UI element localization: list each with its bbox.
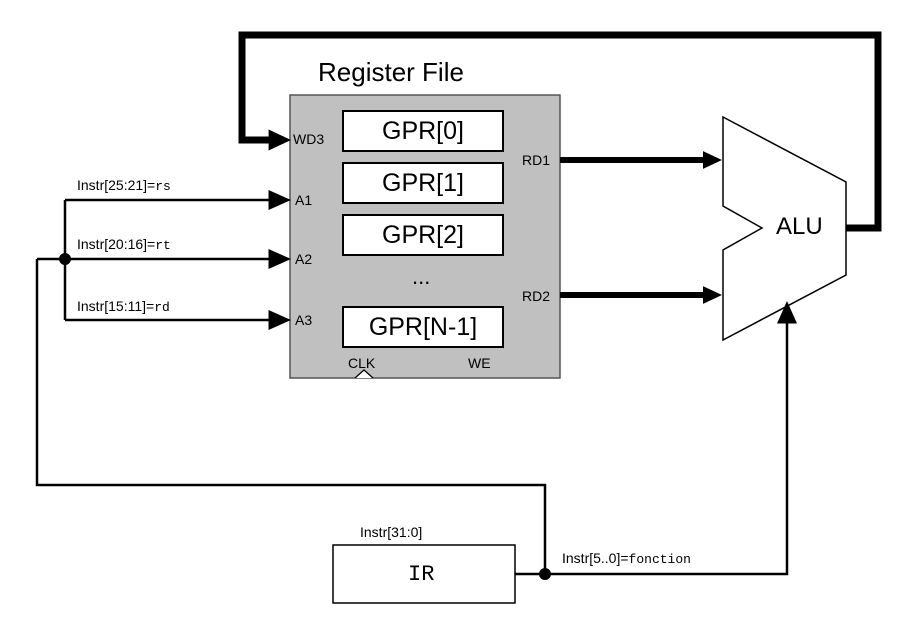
port-rd1-label: RD1	[522, 152, 551, 168]
junction-dot	[59, 253, 71, 265]
rd-signal-prefix: Instr[15:11]=	[77, 298, 155, 314]
port-wd3-label: WD3	[293, 131, 325, 147]
register-file-title: Register File	[318, 57, 464, 87]
rs-signal-label: Instr[25:21]=rs	[77, 177, 171, 194]
rs-signal-name: rs	[155, 179, 171, 194]
ir-label: IR	[408, 562, 435, 587]
alu-shape	[722, 115, 847, 342]
port-a1-label: A1	[295, 192, 313, 208]
port-clk-label: CLK	[348, 355, 376, 371]
clock-triangle-icon	[354, 369, 374, 379]
gpr-2-box: GPR[2]	[342, 214, 504, 256]
rs-signal-prefix: Instr[25:21]=	[77, 177, 156, 193]
rt-signal-prefix: Instr[20:16]=	[77, 236, 156, 252]
port-rd2-label: RD2	[522, 288, 551, 304]
funct-signal-prefix: Instr[5..0]=	[562, 550, 629, 566]
register-ellipsis: ...	[412, 264, 431, 289]
alu-to-wd3-wire	[238, 31, 882, 232]
ir-to-instr-bus-wire	[35, 259, 547, 576]
rt-signal-name: rt	[155, 238, 171, 253]
gpr-n-1-box: GPR[N-1]	[342, 306, 504, 348]
port-we-label: WE	[468, 355, 491, 371]
rd-signal-name: rd	[154, 300, 170, 315]
gpr-1-box: GPR[1]	[342, 162, 504, 204]
rt-signal-label: Instr[20:16]=rt	[77, 236, 171, 253]
alu-label: ALU	[776, 213, 823, 240]
funct-signal-label: Instr[5..0]=fonction	[562, 550, 691, 567]
port-a3-label: A3	[295, 312, 313, 328]
funct-to-alu-wire	[545, 301, 797, 576]
gpr-0-box: GPR[0]	[342, 110, 504, 152]
funct-signal-name: fonction	[628, 552, 691, 567]
junction-dot	[539, 568, 551, 580]
rd-signal-label: Instr[15:11]=rd	[77, 298, 170, 315]
ir-width-label: Instr[31:0]	[360, 524, 423, 540]
port-a2-label: A2	[295, 251, 313, 267]
